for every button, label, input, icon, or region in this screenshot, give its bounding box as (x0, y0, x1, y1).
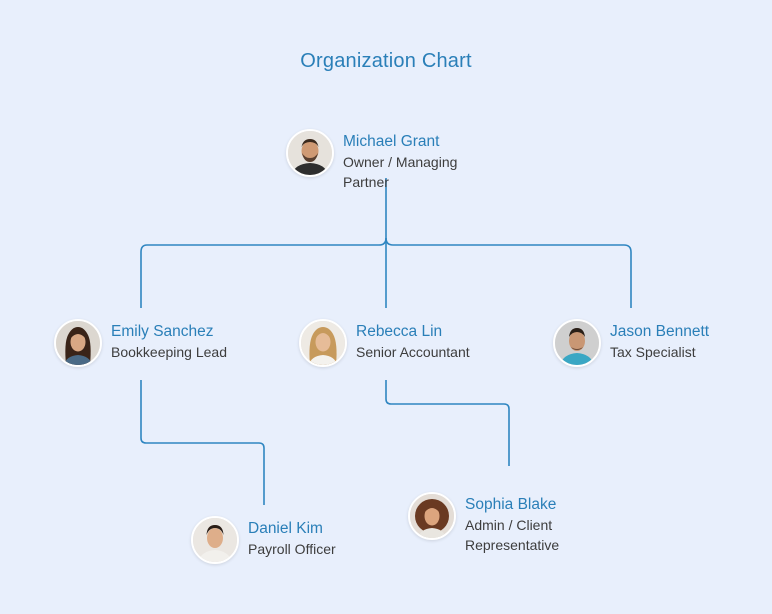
connector-rebecca-sophia (385, 380, 510, 466)
org-node-daniel-kim[interactable]: Daniel Kim Payroll Officer (191, 516, 336, 564)
org-node-emily-sanchez[interactable]: Emily Sanchez Bookkeeping Lead (54, 319, 227, 367)
woman-curly-avatar-icon (408, 492, 456, 540)
connector-owner-emily (140, 178, 387, 308)
woman-avatar-icon (54, 319, 102, 367)
page-title: Organization Chart (300, 50, 472, 72)
person-role: Tax Specialist (610, 344, 696, 360)
person-name: Michael Grant (343, 133, 440, 150)
person-name: Emily Sanchez (111, 323, 214, 340)
woman-blonde-avatar-icon (299, 319, 347, 367)
person-role: Bookkeeping Lead (111, 344, 227, 360)
org-node-jason-bennett[interactable]: Jason Bennett Tax Specialist (553, 319, 709, 367)
person-role: Senior Accountant (356, 344, 470, 360)
connector-emily-daniel (140, 380, 265, 505)
man-avatar-icon (191, 516, 239, 564)
person-name: Daniel Kim (248, 520, 323, 537)
org-node-michael-grant[interactable]: Michael Grant Owner / Managing Partner (286, 129, 468, 192)
person-role: Admin / Client Representative (465, 517, 560, 553)
man-avatar-icon (553, 319, 601, 367)
person-name: Jason Bennett (610, 323, 710, 340)
person-role: Owner / Managing Partner (343, 154, 458, 190)
man-beard-avatar-icon (286, 129, 334, 177)
person-name: Sophia Blake (465, 496, 557, 513)
person-role: Payroll Officer (248, 541, 336, 557)
org-node-rebecca-lin[interactable]: Rebecca Lin Senior Accountant (299, 319, 470, 367)
org-node-sophia-blake[interactable]: Sophia Blake Admin / Client Representati… (408, 492, 575, 555)
person-name: Rebecca Lin (356, 323, 443, 340)
connector-owner-jason (385, 237, 632, 308)
